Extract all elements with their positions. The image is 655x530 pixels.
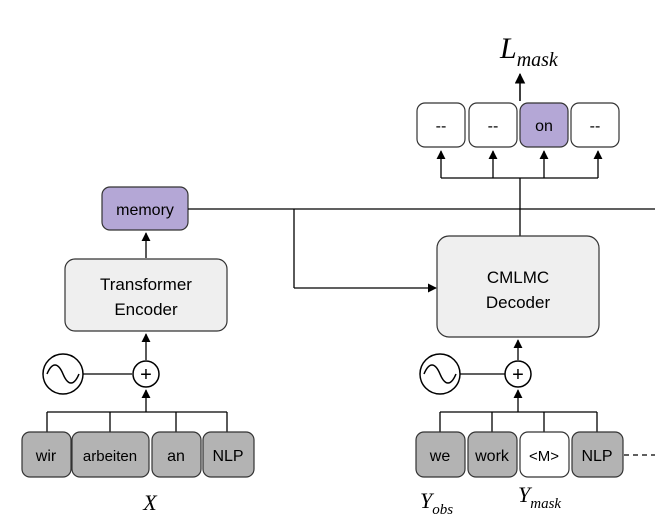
encoder-label-line2: Encoder xyxy=(114,300,178,319)
source-token-box xyxy=(21,431,72,478)
output-token-box-highlighted xyxy=(519,102,569,148)
source-token-label: NLP xyxy=(212,448,243,465)
output-token-label: -- xyxy=(590,118,601,135)
target-token-label: we xyxy=(429,448,451,465)
sine-wave-curve xyxy=(46,364,80,384)
output-token-label: -- xyxy=(436,118,447,135)
masked-target-label: Ymask xyxy=(518,482,561,512)
target-token-box xyxy=(415,431,466,478)
transformer-encoder-block xyxy=(64,258,228,332)
output-connector xyxy=(436,150,603,237)
target-token-label: <M> xyxy=(529,448,559,465)
source-token-box xyxy=(202,431,255,478)
encoder-positional-encoding: + xyxy=(42,333,160,395)
target-token-box xyxy=(467,431,518,478)
cmlmc-decoder-block xyxy=(436,235,600,338)
encoder-label-line1: Transformer xyxy=(100,275,192,294)
source-token-label: wir xyxy=(35,448,57,465)
output-token-box xyxy=(570,102,620,148)
output-token-box xyxy=(468,102,518,148)
target-token-box xyxy=(571,431,624,478)
loss-label: Lmask xyxy=(499,32,559,71)
target-token-row: we work <M> NLP xyxy=(415,431,655,478)
add-operator-icon xyxy=(504,360,532,388)
source-token-box xyxy=(71,431,150,478)
target-token-label: work xyxy=(474,448,510,465)
decoder-positional-encoding: + xyxy=(419,339,532,395)
memory-label: memory xyxy=(116,202,174,219)
source-token-row: wir arbeiten an NLP xyxy=(21,431,255,478)
observed-target-label: Yobs xyxy=(420,488,453,518)
source-token-label: arbeiten xyxy=(83,448,137,465)
target-token-box-mask xyxy=(519,431,570,478)
source-token-box xyxy=(151,431,202,478)
output-token-label: on xyxy=(535,118,553,135)
memory-connector xyxy=(188,208,655,293)
source-connector xyxy=(46,389,228,432)
output-token-label: -- xyxy=(488,118,499,135)
target-connector xyxy=(439,389,598,432)
decoder-label-line1: CMLMC xyxy=(487,268,549,287)
source-token-label: an xyxy=(167,448,185,465)
sine-wave-curve xyxy=(423,364,457,384)
add-operator-symbol: + xyxy=(140,364,152,386)
decoder-label-line2: Decoder xyxy=(486,293,551,312)
source-label: X xyxy=(142,490,158,515)
add-operator-symbol: + xyxy=(512,364,524,386)
target-token-label: NLP xyxy=(581,448,612,465)
add-operator-icon xyxy=(132,360,160,388)
output-token-row: -- -- on -- xyxy=(416,102,620,148)
output-token-box xyxy=(416,102,466,148)
